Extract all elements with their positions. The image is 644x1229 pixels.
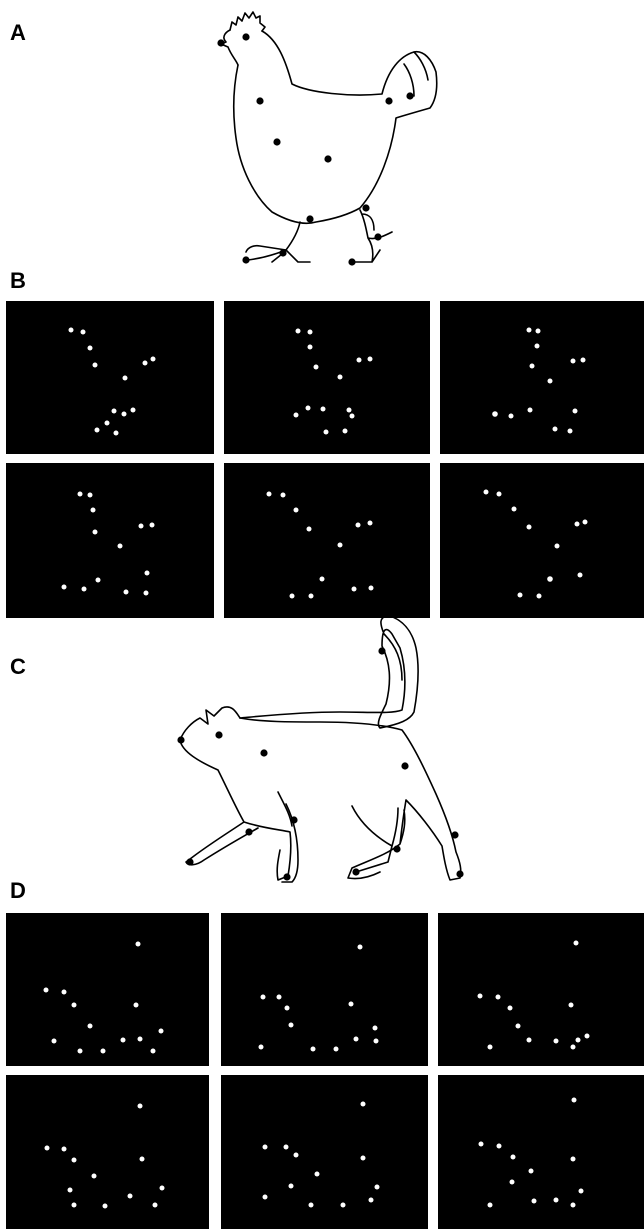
panel-label-b: B <box>10 268 26 293</box>
keypoint <box>348 258 356 266</box>
keypoint <box>456 870 464 878</box>
chicken-frame-4 <box>6 463 214 618</box>
cat-frame-3 <box>438 913 644 1066</box>
cat-keypoints <box>177 647 464 881</box>
keypoint <box>451 831 459 839</box>
keypoint <box>256 97 264 105</box>
chicken-frame-1 <box>6 301 214 454</box>
chicken-body <box>233 30 438 225</box>
keypoint <box>362 204 370 212</box>
chicken-keypoints <box>217 33 414 266</box>
keypoint <box>186 858 194 866</box>
keypoint <box>279 249 287 257</box>
cat-chest <box>179 739 292 881</box>
chicken-frame-3 <box>440 301 644 454</box>
cat-frame-1 <box>6 913 209 1066</box>
keypoint <box>352 868 360 876</box>
keypoint <box>401 762 409 770</box>
cat-frame-5 <box>221 1075 428 1229</box>
panel-label-c: C <box>10 654 26 679</box>
keypoint <box>378 647 386 655</box>
keypoint <box>273 138 281 146</box>
keypoint <box>324 155 332 163</box>
cat-hind-leg <box>351 805 399 873</box>
chicken-outline-figure <box>217 11 438 266</box>
cat-front-leg <box>281 803 299 883</box>
keypoint <box>245 828 253 836</box>
chicken-frame-5 <box>224 463 430 618</box>
panel-label-d: D <box>10 878 26 903</box>
panel-label-a: A <box>10 20 26 45</box>
keypoint <box>177 736 185 744</box>
keypoint <box>215 731 223 739</box>
chicken-head <box>220 29 239 66</box>
keypoint <box>242 33 250 41</box>
cat-body <box>179 615 419 741</box>
keypoint <box>393 845 401 853</box>
chicken-leg-left <box>245 221 311 263</box>
keypoint <box>374 233 382 241</box>
keypoint <box>283 873 291 881</box>
keypoint <box>217 39 225 47</box>
cat-frame-2 <box>221 913 428 1066</box>
keypoint <box>385 97 393 105</box>
keypoint <box>290 816 298 824</box>
chicken-frame-6 <box>440 463 644 618</box>
cat-torso-lower <box>239 717 462 881</box>
cat-frame-6 <box>438 1075 644 1229</box>
keypoint <box>242 256 250 264</box>
keypoint <box>406 92 414 100</box>
keypoint <box>306 215 314 223</box>
chicken-comb <box>229 11 266 32</box>
chicken-frame-2 <box>224 301 430 454</box>
chicken-leg-right <box>351 209 393 263</box>
keypoint <box>260 749 268 757</box>
cat-frame-4 <box>6 1075 209 1229</box>
